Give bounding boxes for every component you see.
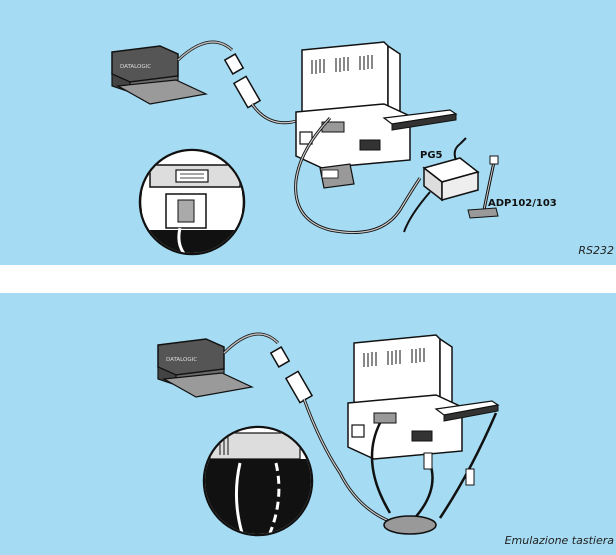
caption-keyboard-emulation: Emulazione tastiera xyxy=(504,534,614,547)
computer-terminal xyxy=(295,41,458,169)
caption-rs232: RS232 xyxy=(578,244,614,257)
dsub-connector xyxy=(319,163,355,189)
cable-connector xyxy=(269,346,314,404)
y-splitter-cable xyxy=(370,412,498,535)
computer-terminal xyxy=(347,334,500,460)
power-supply-pg5 xyxy=(403,137,480,233)
detail-magnifier xyxy=(202,425,314,537)
diagram-keyboard-emulation: DATALOGIC xyxy=(0,293,616,555)
reader-brand-text: DATALOGIC xyxy=(166,357,197,363)
cable-connector xyxy=(223,53,262,109)
reader-brand-text: DATALOGIC xyxy=(120,64,151,70)
label-adapter: ADP102/103 xyxy=(488,198,557,209)
keyboard-emulation-illustration: DATALOGIC xyxy=(157,332,500,537)
reader-device xyxy=(157,332,280,398)
detail-magnifier xyxy=(138,148,246,256)
rs232-illustration: DATALOGIC xyxy=(111,40,499,256)
adapter-adp102 xyxy=(467,155,499,219)
label-power-supply: PG5 xyxy=(420,150,443,161)
reader-device xyxy=(111,40,234,105)
diagram-rs232: DATALOGIC xyxy=(0,0,616,265)
